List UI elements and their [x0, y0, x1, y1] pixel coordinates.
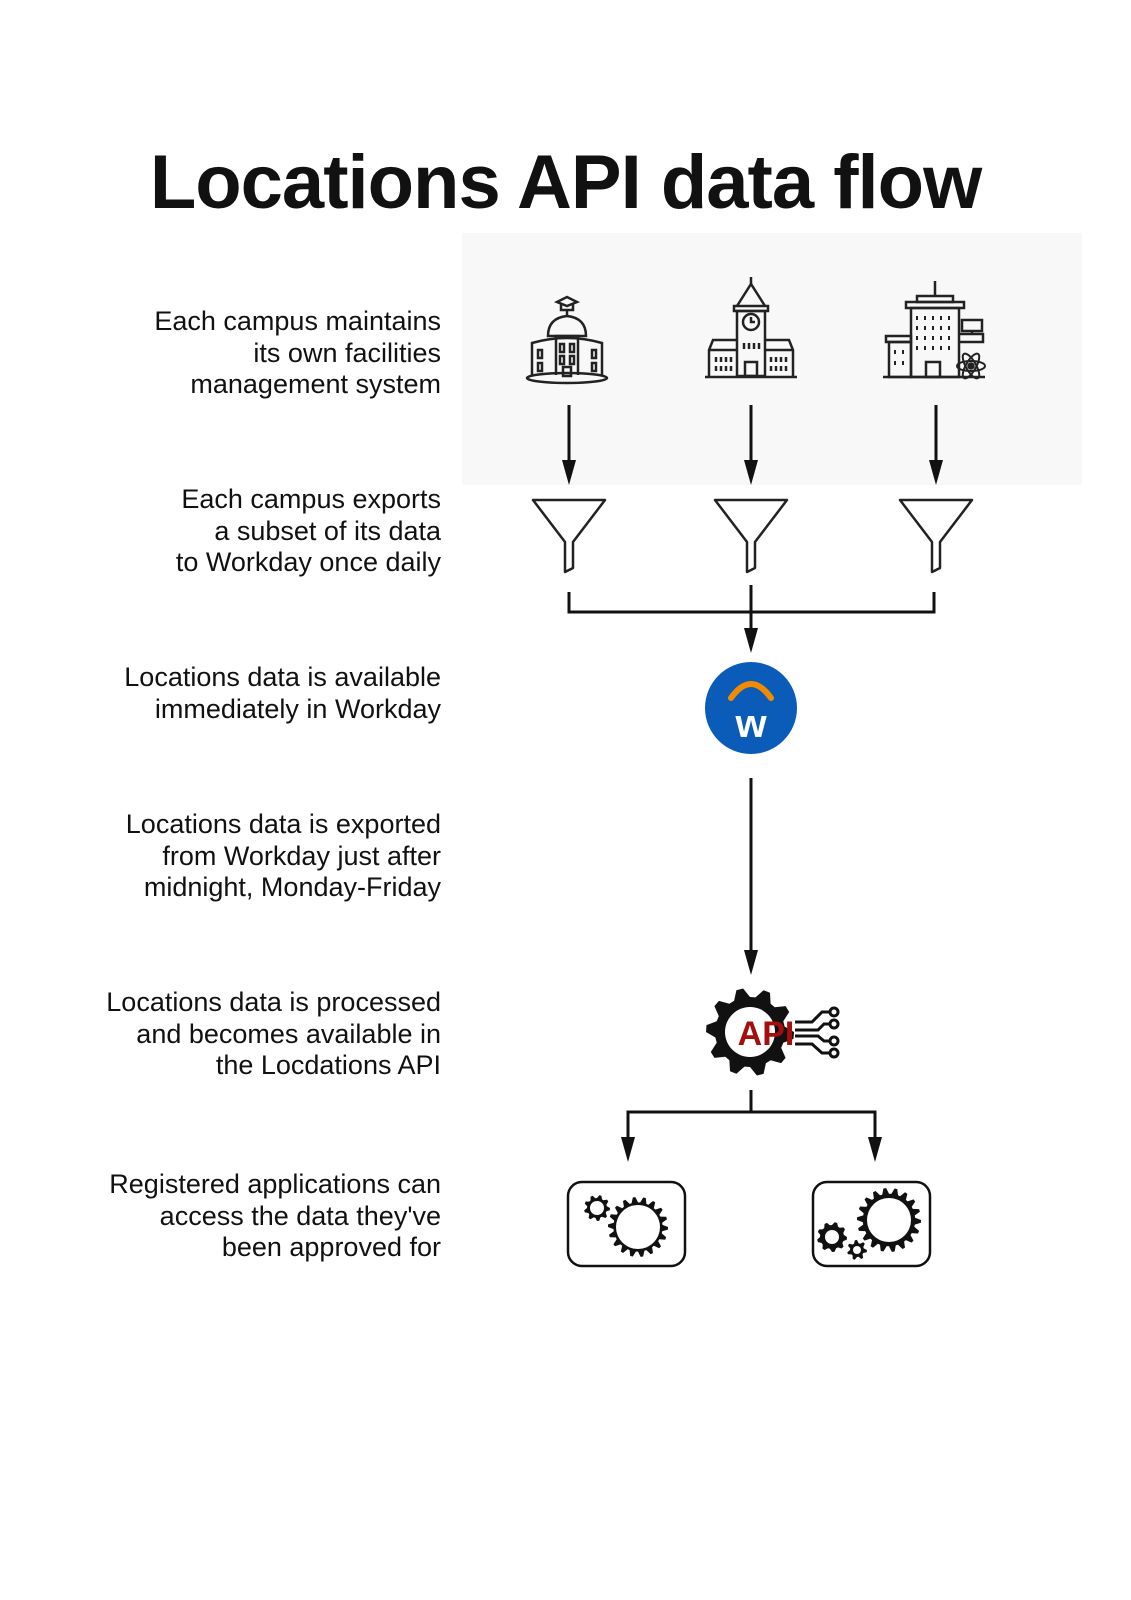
arrowhead: [929, 460, 943, 485]
funnel-icon: [531, 498, 607, 574]
workday-logo: w: [705, 662, 797, 754]
page-title: Locations API data flow: [149, 140, 982, 225]
arrowhead: [744, 460, 758, 485]
text-line: from Workday just after: [162, 840, 441, 871]
text-line: a subset of its data: [214, 515, 441, 546]
workday-letter: w: [734, 702, 767, 746]
text-line: Each campus maintains: [154, 306, 441, 336]
university-dome-icon: [525, 295, 609, 385]
text-line: been approved for: [221, 1232, 441, 1262]
text-line: midnight, Monday-Friday: [143, 872, 441, 902]
text-line: access the data they've: [159, 1200, 441, 1231]
text-line: and becomes available in: [136, 1018, 441, 1049]
arrowhead: [621, 1137, 635, 1162]
text-line: to Workday once daily: [175, 547, 441, 577]
arrowhead: [562, 460, 576, 485]
arrowhead: [744, 950, 758, 975]
text-line: Locations data is available: [124, 662, 441, 692]
text-line: the Locdations API: [215, 1050, 441, 1080]
api-gear-icon: API: [706, 988, 840, 1076]
text-line: Locations data is processed: [106, 987, 441, 1017]
text-line: Each campus exports: [181, 484, 441, 514]
split-connector: [626, 1090, 877, 1148]
text-line: its own facilities: [253, 337, 441, 368]
funnel-icon: [713, 498, 789, 574]
application-gears-icon: [566, 1180, 687, 1268]
text-line: Registered applications can: [109, 1169, 441, 1199]
clock-tower-icon: [705, 277, 797, 379]
science-building-icon: [883, 281, 986, 380]
arrowhead: [744, 628, 758, 653]
application-gears-icon: [811, 1180, 932, 1268]
funnel-icon: [898, 498, 974, 574]
text-line: management system: [190, 369, 441, 399]
text-line: Locations data is exported: [125, 809, 441, 839]
arrowhead: [868, 1137, 882, 1162]
api-label: API: [738, 1015, 795, 1053]
text-line: immediately in Workday: [154, 693, 441, 724]
